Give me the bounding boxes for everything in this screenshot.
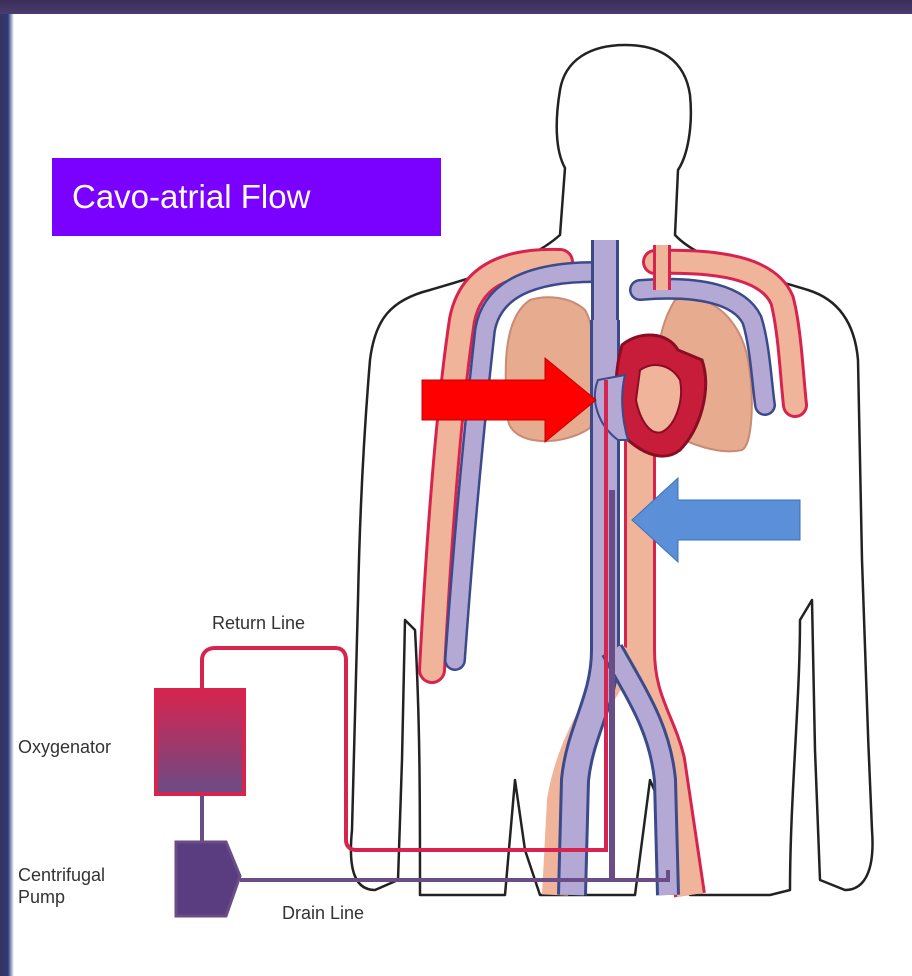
oxygenator-label: Oxygenator bbox=[18, 736, 111, 758]
centrifugal-pump bbox=[176, 842, 240, 916]
diagram-title: Cavo-atrial Flow bbox=[52, 158, 441, 236]
return-line-label: Return Line bbox=[212, 612, 305, 634]
centrifugal-pump-label: Centrifugal Pump bbox=[18, 864, 128, 908]
drain-line-label: Drain Line bbox=[282, 902, 364, 924]
oxygenator bbox=[156, 690, 244, 794]
